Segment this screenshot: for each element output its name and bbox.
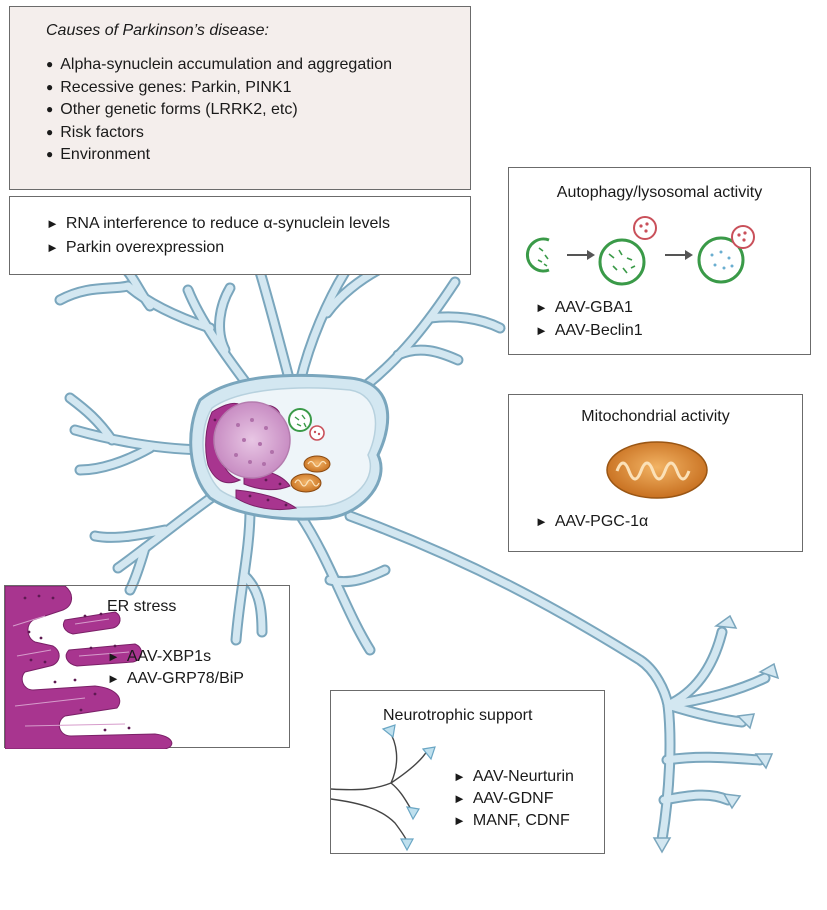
axon-terminals <box>652 614 780 854</box>
list-item: AAV-PGC-1α <box>535 513 648 531</box>
autophagy-list: AAV-GBA1 AAV-Beclin1 <box>535 296 643 342</box>
lysosome-icon <box>731 225 755 249</box>
soma-autophagosome <box>288 408 312 432</box>
er-stress-title: ER stress <box>107 598 177 615</box>
mitochondria-title: Mitochondrial activity <box>581 408 730 425</box>
list-item: AAV-GDNF <box>453 788 574 810</box>
causes-panel: Causes of Parkinson’s disease: Alpha-syn… <box>9 6 471 190</box>
neurotrophic-panel: Neurotrophic support AAV-Neurturin AAV-G… <box>330 690 605 854</box>
list-item: MANF, CDNF <box>453 810 574 832</box>
phagophore-icon <box>526 237 550 273</box>
arrow-icon <box>567 250 595 260</box>
gene-therapy-panel: RNA interference to reduce α-synuclein l… <box>9 196 471 275</box>
nerve-terminal-illustration <box>331 724 436 852</box>
list-item: Parkin overexpression <box>46 236 470 260</box>
neurotrophic-list: AAV-Neurturin AAV-GDNF MANF, CDNF <box>453 766 574 832</box>
mitochondrion-icon <box>606 441 708 499</box>
autophagy-title: Autophagy/lysosomal activity <box>556 184 763 201</box>
list-item: Risk factors <box>46 122 470 145</box>
nucleus <box>213 401 291 479</box>
autophagosome-icon <box>598 238 646 286</box>
er-stress-list: AAV-XBP1s AAV-GRP78/BiP <box>107 646 244 690</box>
autophagy-diagram <box>526 216 755 286</box>
list-item: AAV-Neurturin <box>453 766 574 788</box>
list-item: Recessive genes: Parkin, PINK1 <box>46 77 470 100</box>
mitochondria-list: AAV-PGC-1α <box>535 513 648 531</box>
list-item: RNA interference to reduce α-synuclein l… <box>46 212 470 236</box>
list-item: Environment <box>46 144 470 167</box>
causes-list: Alpha-synuclein accumulation and aggrega… <box>46 54 470 167</box>
arrow-icon <box>665 250 693 260</box>
list-item: AAV-XBP1s <box>107 646 244 668</box>
mitochondria-panel: Mitochondrial activity AAV-PGC-1α <box>508 394 803 552</box>
soma-mitochondria <box>290 455 331 493</box>
list-item: AAV-Beclin1 <box>535 319 643 342</box>
list-item: Alpha-synuclein accumulation and aggrega… <box>46 54 470 77</box>
autophagy-panel: Autophagy/lysosomal activity <box>508 167 811 355</box>
list-item: AAV-GRP78/BiP <box>107 668 244 690</box>
list-item: Other genetic forms (LRRK2, etc) <box>46 99 470 122</box>
lysosome-icon <box>633 216 657 240</box>
autolysosome-icon <box>697 236 745 284</box>
gene-therapy-list: RNA interference to reduce α-synuclein l… <box>46 212 470 260</box>
er-stress-panel: ER stress AAV-XBP1s AAV-GRP78/BiP <box>4 585 290 749</box>
causes-title: Causes of Parkinson’s disease: <box>46 22 269 39</box>
neurotrophic-title: Neurotrophic support <box>383 707 533 724</box>
list-item: AAV-GBA1 <box>535 296 643 319</box>
soma-lysosome <box>309 425 325 441</box>
